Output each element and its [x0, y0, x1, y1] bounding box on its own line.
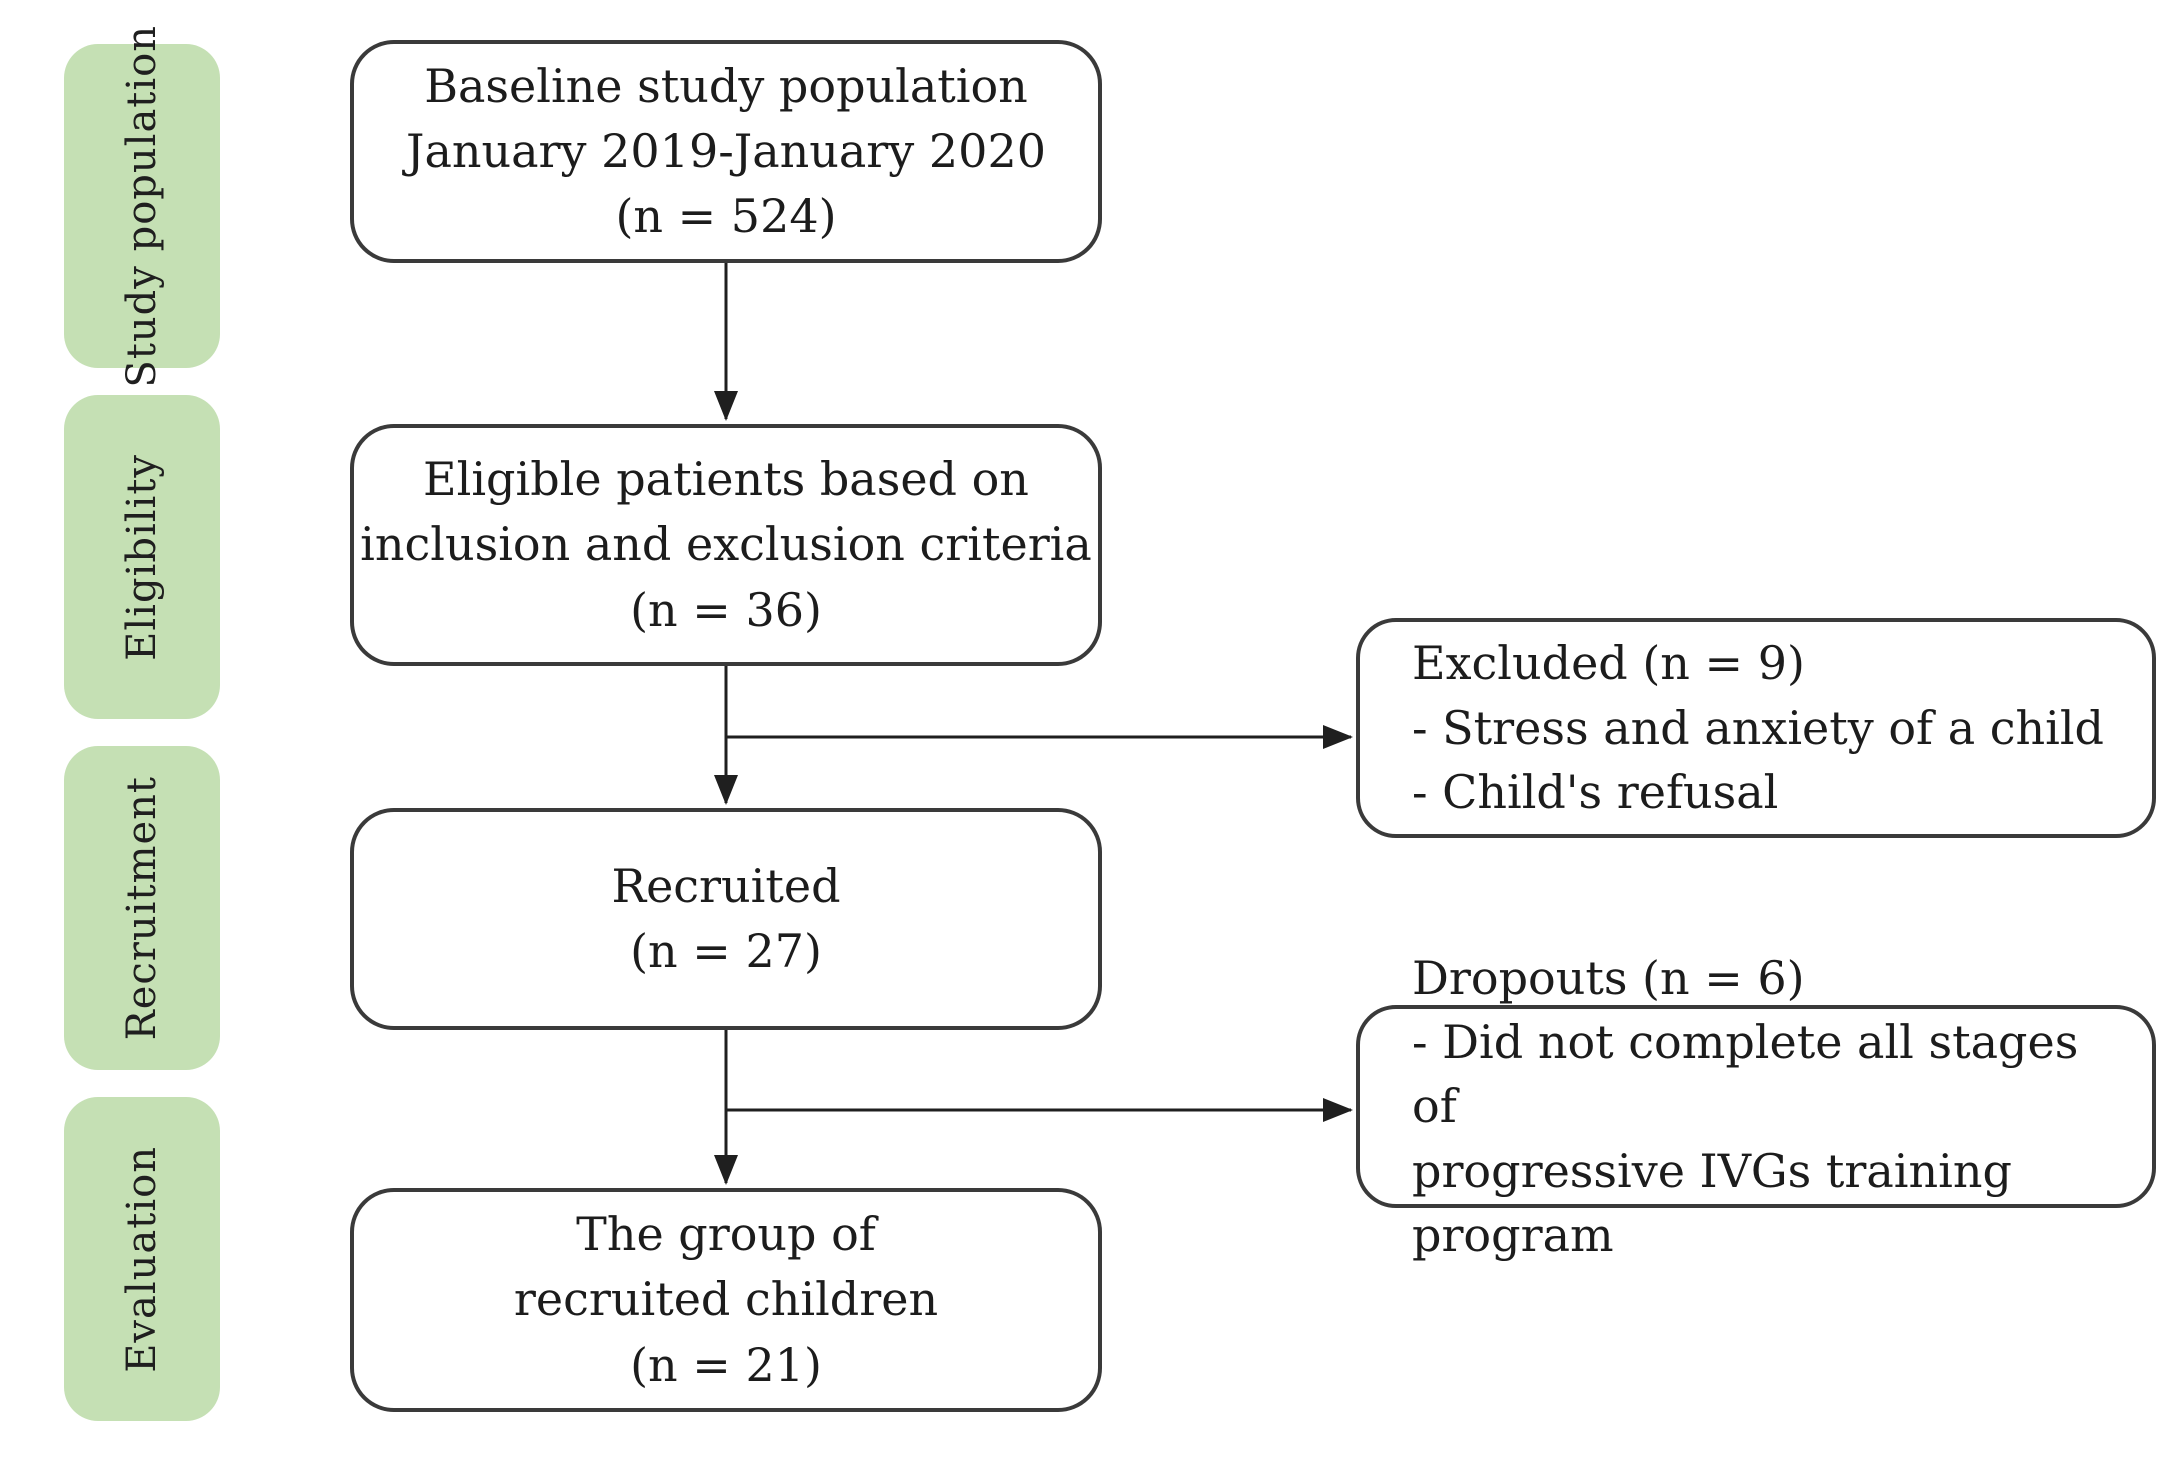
- flow-box-eligible-count: (n = 36): [630, 582, 822, 637]
- flow-box-recruited: Recruited (n = 27): [350, 808, 1102, 1030]
- stage-box-eligibility: Eligibility: [64, 395, 220, 719]
- side-box-excluded-reason: - Child's refusal: [1412, 765, 1779, 820]
- flow-box-recruited-line: Recruited: [611, 858, 841, 913]
- stage-label-evaluation: Evaluation: [119, 1145, 165, 1373]
- flow-box-recruited-count: (n = 27): [630, 924, 822, 978]
- stage-label-study-population: Study population: [119, 24, 165, 388]
- side-box-dropouts-reason: - Did not complete all stages of: [1412, 1014, 2079, 1134]
- flow-box-eligible-line: inclusion and exclusion criteria: [360, 517, 1092, 572]
- flow-box-recruited-children-group: The group of recruited children (n = 21): [350, 1188, 1102, 1412]
- flow-box-group-count: (n = 21): [630, 1337, 822, 1392]
- flow-box-baseline-population: Baseline study population January 2019-J…: [350, 40, 1102, 263]
- stage-box-recruitment: Recruitment: [64, 746, 220, 1070]
- side-box-excluded-title: Excluded (n = 9): [1412, 636, 1805, 691]
- flow-box-baseline-count: (n = 524): [615, 189, 837, 244]
- side-box-dropouts-title: Dropouts (n = 6): [1412, 950, 1805, 1005]
- flow-box-eligible-line: Eligible patients based on: [423, 452, 1029, 507]
- flow-box-group-line: recruited children: [513, 1272, 939, 1327]
- side-box-dropouts-reason: progressive IVGs training program: [1412, 1143, 2012, 1263]
- side-box-excluded-reason: - Stress and anxiety of a child: [1412, 700, 2104, 755]
- stage-label-recruitment: Recruitment: [119, 775, 165, 1041]
- flow-box-baseline-line: Baseline study population: [424, 58, 1028, 113]
- side-box-dropouts: Dropouts (n = 6) - Did not complete all …: [1356, 951, 2156, 1262]
- stage-box-evaluation: Evaluation: [64, 1097, 220, 1421]
- flow-box-group-line: The group of: [576, 1207, 876, 1262]
- side-box-excluded: Excluded (n = 9) - Stress and anxiety of…: [1356, 618, 2156, 838]
- stage-box-study-population: Study population: [64, 25, 220, 387]
- flow-box-baseline-line: January 2019-January 2020: [406, 123, 1046, 178]
- flow-box-eligible-patients: Eligible patients based on inclusion and…: [350, 424, 1102, 666]
- stage-label-eligibility: Eligibility: [119, 453, 165, 661]
